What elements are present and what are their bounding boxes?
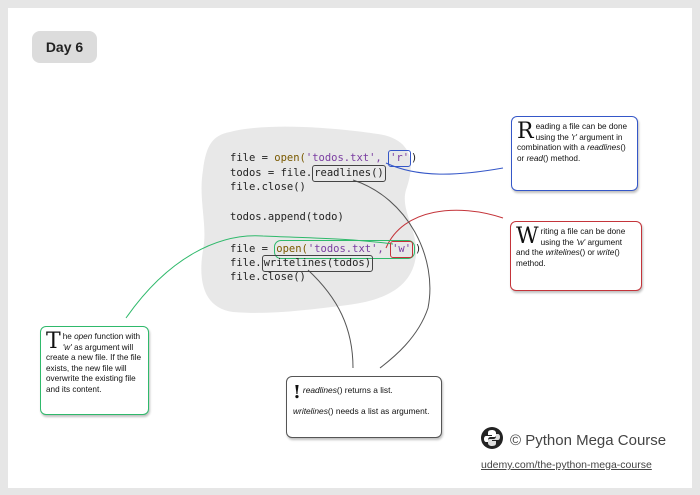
copyright-text: © Python Mega Course [510,431,667,449]
list-note: !readlines() returns a list. writelines(… [286,376,442,438]
arg-r-highlight: 'r' [388,150,412,167]
connector-reading [385,162,504,175]
brand: © Python Mega Course [480,426,680,454]
day-badge: Day 6 [32,31,97,63]
python-logo-icon [480,426,504,455]
code-line-7: file.close() [230,271,306,283]
connector-readlines [352,179,431,369]
connector-open [125,235,394,319]
code-line-3: file.close() [230,181,306,193]
code-line-1: file = open('todos.txt', 'r') [230,150,417,167]
readlines-highlight: readlines() [312,165,386,182]
code-background-blob [201,126,417,313]
slide-page: Day 6 file = open('todos.txt', 'r') todo… [8,8,692,488]
arg-w-highlight: 'w' [390,241,414,258]
connector-writing [385,209,504,249]
code-line-6: file.writelines(todos) [230,255,374,272]
open-highlight: open('todos.txt', 'w' [274,240,416,259]
code-line-5: file = open('todos.txt', 'w') [230,240,421,259]
diagram-canvas [125,126,504,369]
course-url-link[interactable]: udemy.com/the-python-mega-course [481,459,652,471]
writelines-highlight: writelines(todos) [261,255,374,272]
code-line-4: todos.append(todo) [230,211,344,223]
connector-writelines [307,269,354,369]
code-line-2: todos = file.readlines() [230,165,386,182]
